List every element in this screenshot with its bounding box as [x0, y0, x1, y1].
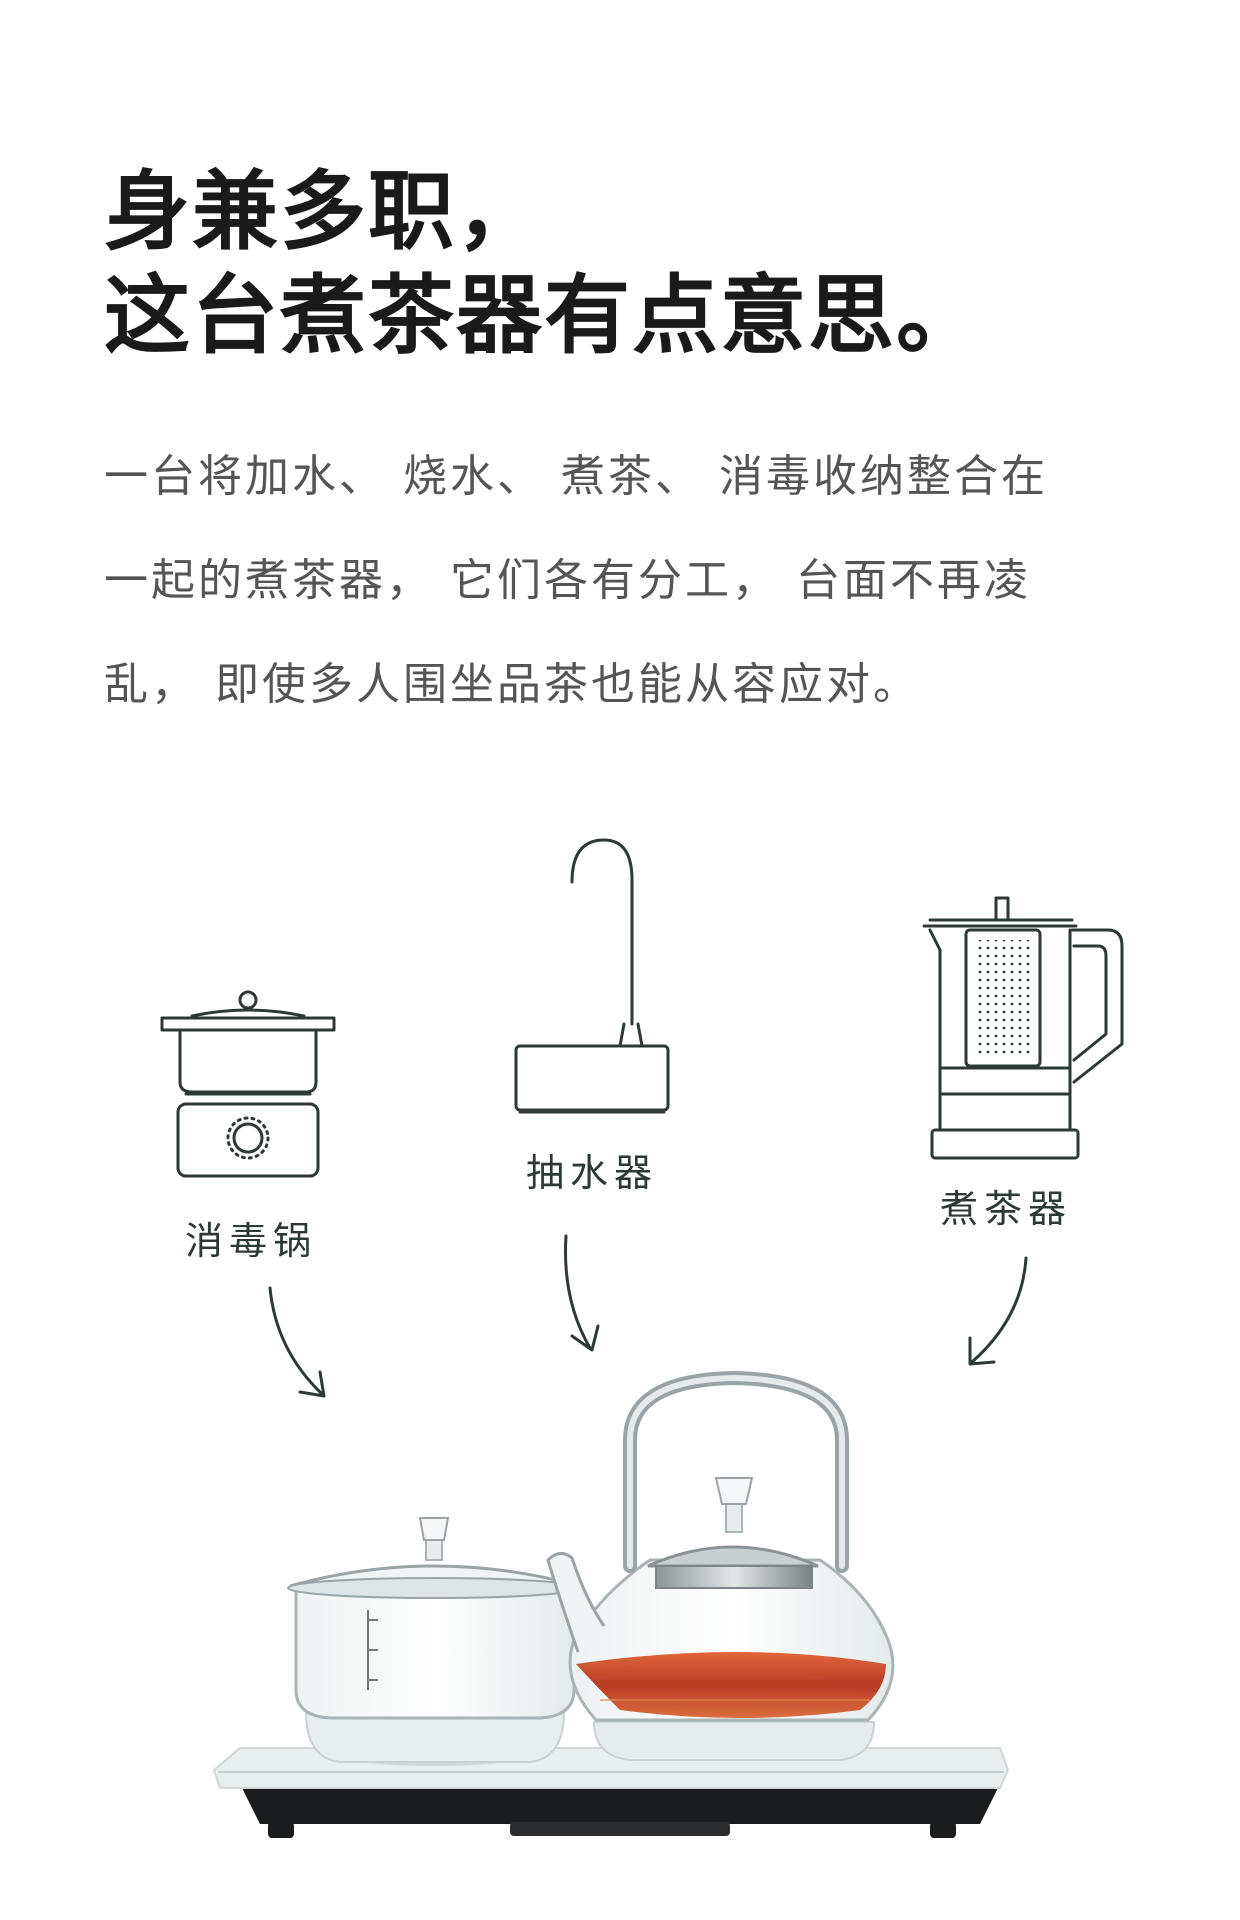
arrow-icon: [564, 1234, 600, 1352]
module-label-tea-maker: 煮茶器: [940, 1187, 1073, 1231]
description-line-3: 乱， 即使多人围坐品茶也能从容应对。: [104, 659, 920, 710]
title-line-2: 这台煮茶器有点意思。: [104, 266, 984, 366]
description: 一台将加水、 烧水、 煮茶、 消毒收纳整合在 一起的煮茶器， 它们各有分工， 台…: [104, 425, 1144, 737]
description-line-2: 一起的煮茶器， 它们各有分工， 台面不再凌: [104, 555, 1031, 606]
title-line-1: 身兼多职，: [104, 162, 544, 262]
description-line-1: 一台将加水、 烧水、 煮茶、 消毒收纳整合在: [104, 451, 1048, 502]
tea-maker-product-photo: [212, 1370, 1010, 1838]
water-pump-icon: [514, 838, 670, 1114]
sterilizer-pot-icon: [160, 990, 336, 1178]
tea-maker-icon: [922, 896, 1124, 1160]
page-title: 身兼多职， 这台煮茶器有点意思。: [104, 160, 984, 368]
module-label-sterilizer: 消毒锅: [185, 1219, 318, 1263]
arrow-icon: [268, 1286, 326, 1398]
module-label-pump: 抽水器: [526, 1151, 659, 1195]
arrow-icon: [968, 1256, 1028, 1366]
